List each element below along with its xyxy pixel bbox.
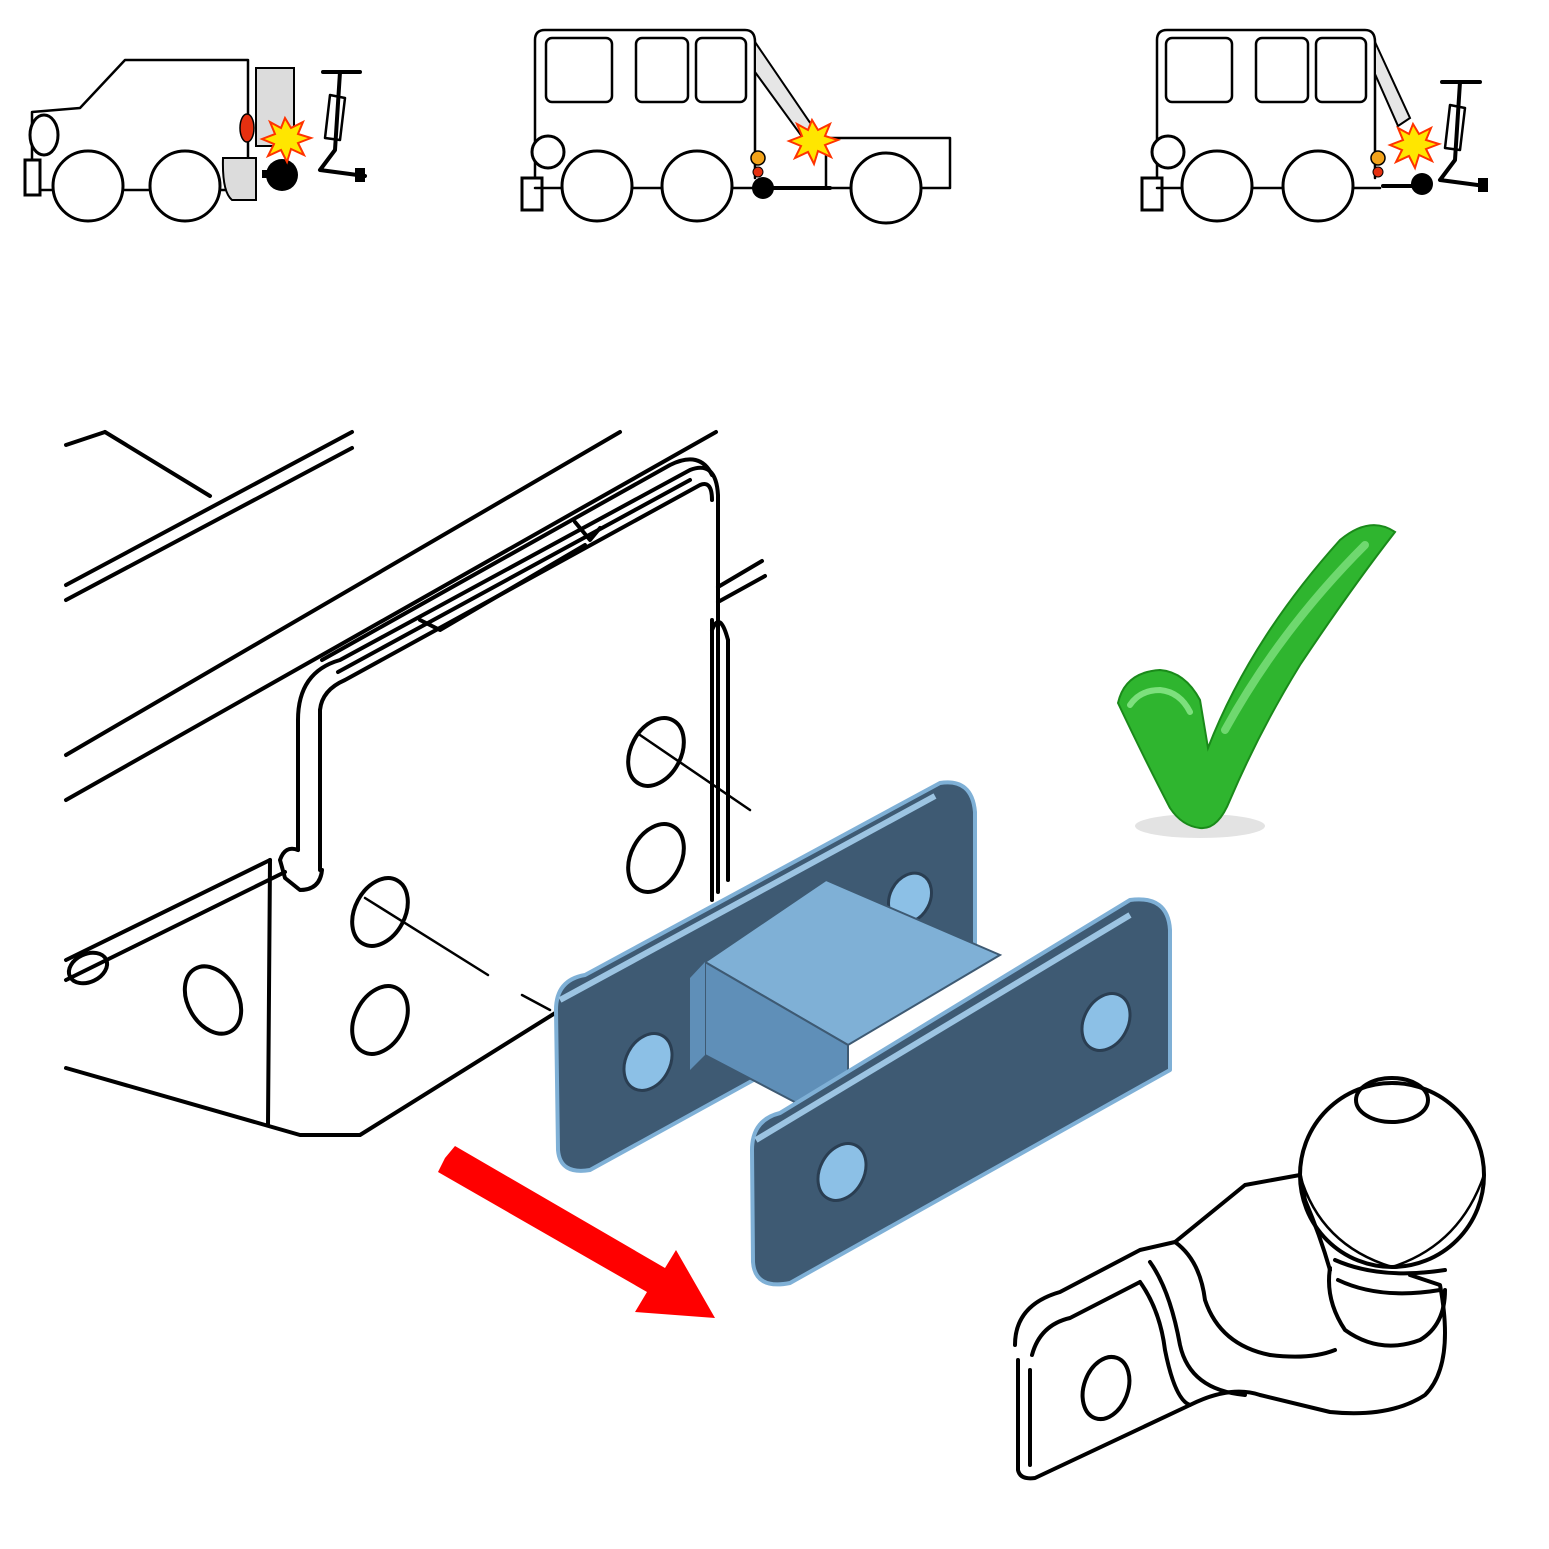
check-icon <box>1116 524 1397 838</box>
collision-spark <box>1387 121 1443 171</box>
tail-light <box>239 113 255 143</box>
door-strut <box>1374 41 1412 128</box>
scene-van-trailer <box>520 28 952 225</box>
tail-light <box>1370 150 1386 166</box>
bike-rack <box>1438 80 1488 192</box>
spacer-hole <box>622 1032 674 1092</box>
tail-light <box>750 150 766 166</box>
tow-ball-hitch <box>1013 1076 1486 1481</box>
trailer <box>761 136 952 225</box>
suv-wheels <box>51 149 222 223</box>
collision-spark <box>786 117 842 167</box>
scene-van-bike-rack <box>1140 28 1488 223</box>
van-wheels <box>1180 149 1355 223</box>
vehicle-chassis <box>64 430 767 1137</box>
tow-ball-dark <box>752 177 774 199</box>
collision-spark <box>259 115 315 165</box>
spacer-hole <box>1080 992 1132 1052</box>
tow-bar-spacer <box>554 780 1172 1287</box>
arrow-right-down-icon <box>438 1146 715 1318</box>
van-wheels <box>560 149 734 223</box>
door-strut <box>754 38 817 140</box>
spacer-hole <box>816 1142 868 1202</box>
scene-suv-bike-rack <box>23 58 367 223</box>
mudflap <box>221 157 257 201</box>
tow-ball-dark <box>1411 173 1433 195</box>
bike-rack <box>318 70 367 182</box>
van-body <box>1140 28 1382 212</box>
van-body <box>520 28 762 212</box>
